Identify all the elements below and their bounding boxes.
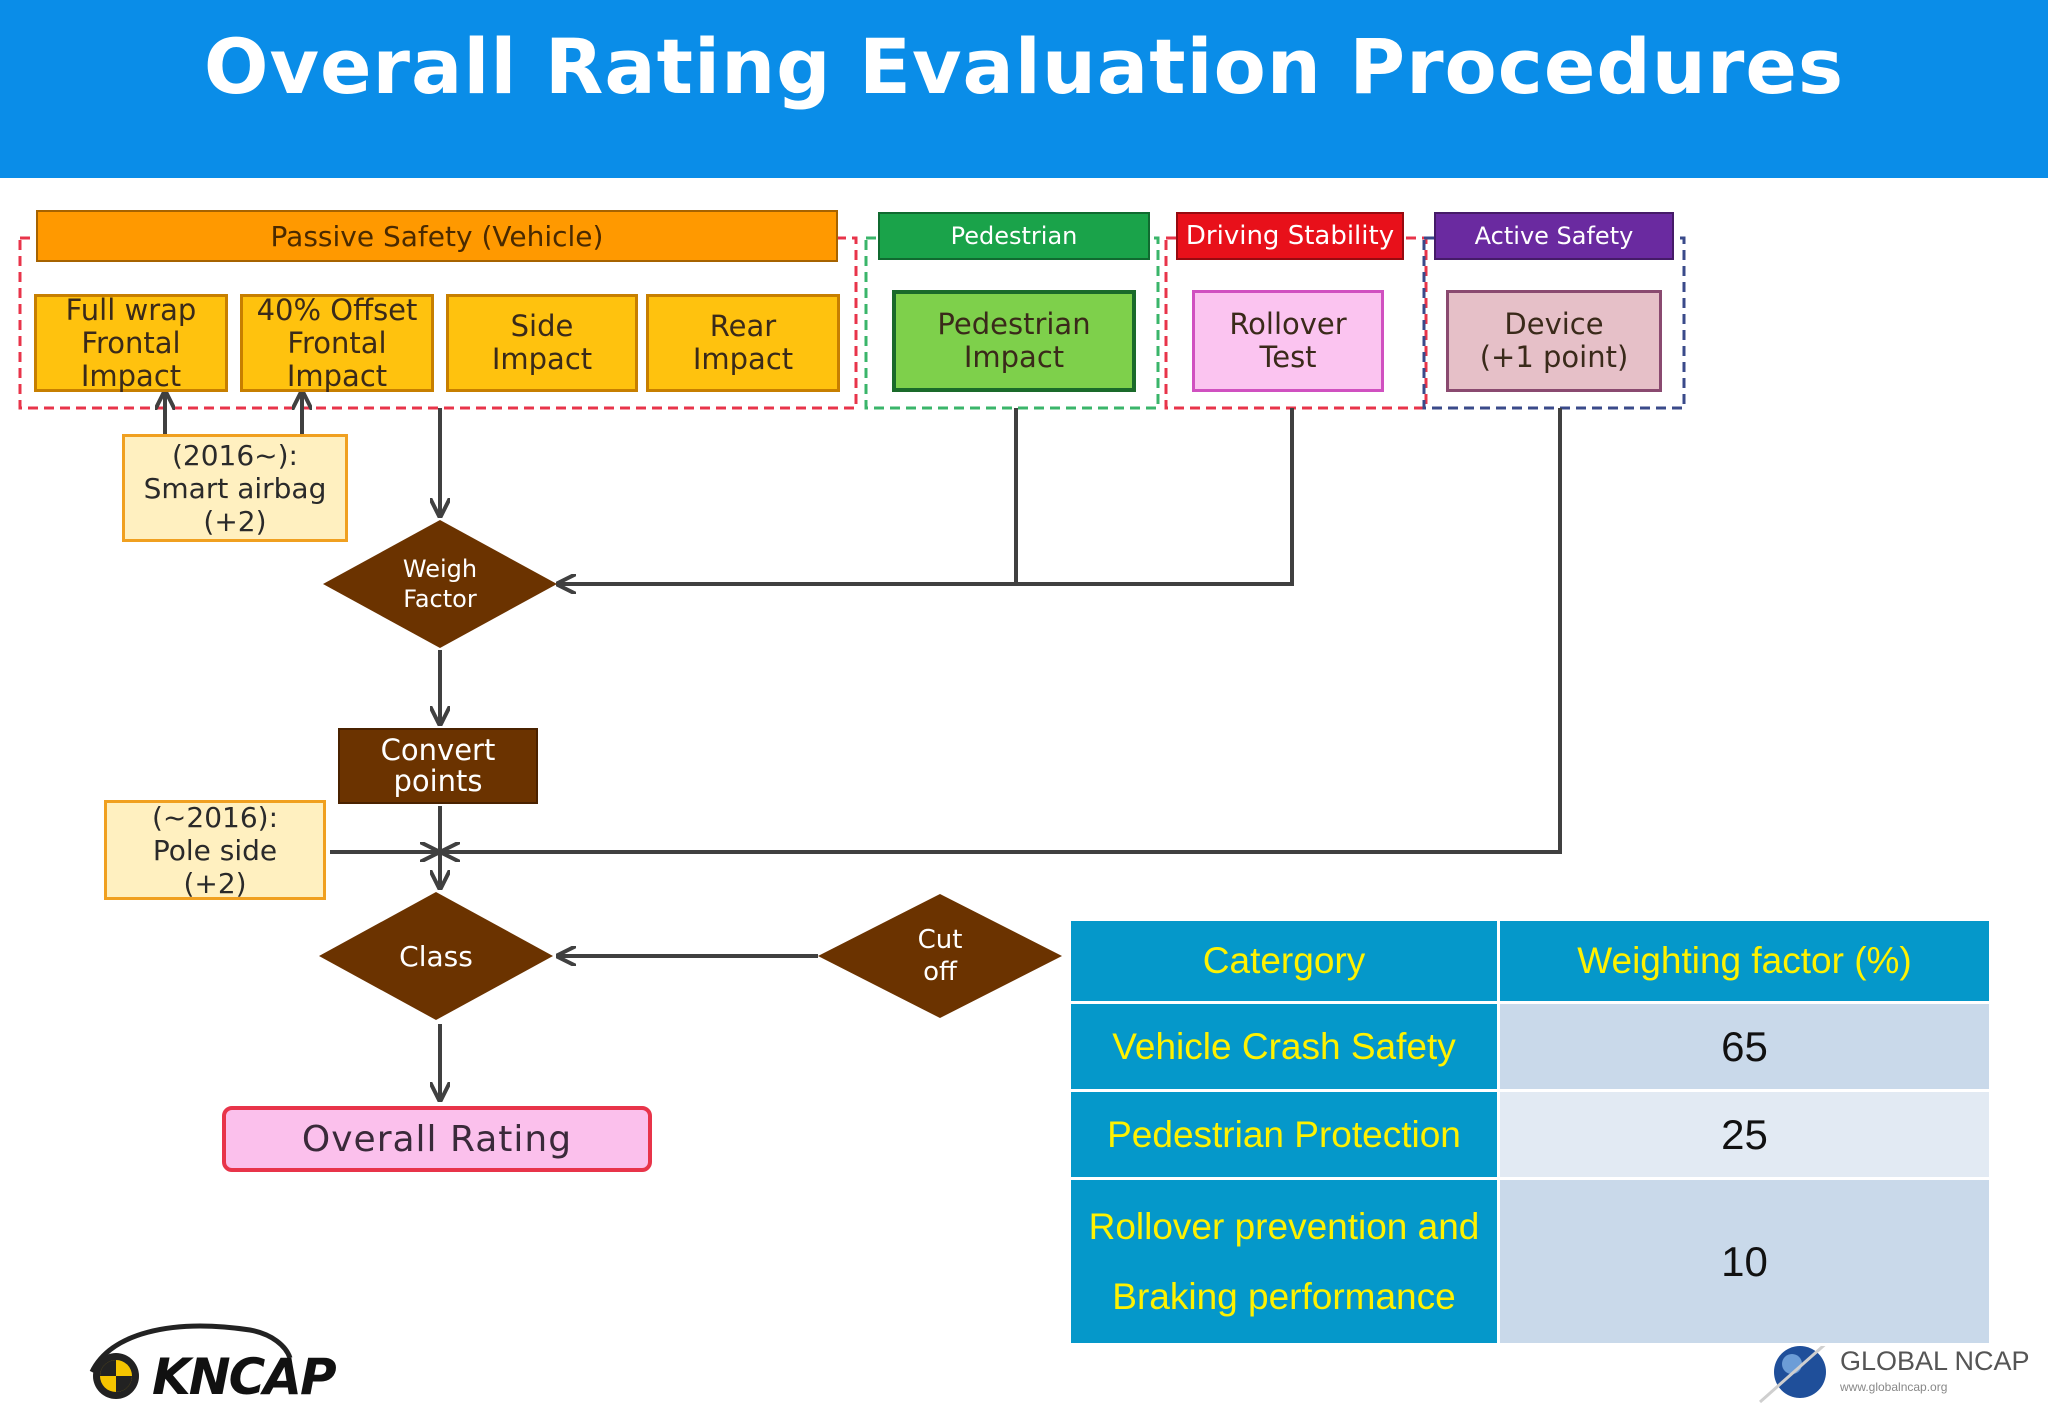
cutoff-label: Cut off xyxy=(917,925,963,987)
table-header-weight: Weighting factor (%) xyxy=(1497,918,1992,1004)
global-ncap-logo-text: GLOBAL NCAP xyxy=(1840,1346,2030,1376)
category-pedestrian: Pedestrian xyxy=(878,212,1150,260)
test-rollover: Rollover Test xyxy=(1192,290,1384,392)
note-pole-side: (~2016): Pole side (+2) xyxy=(104,800,326,900)
line-active xyxy=(444,408,1562,852)
table-row: Vehicle Crash Safety 65 xyxy=(1068,1001,1992,1092)
table-row: Rollover prevention and Braking performa… xyxy=(1068,1177,1992,1346)
test-device: Device (+1 point) xyxy=(1446,290,1662,392)
note-smart-airbag: (2016~): Smart airbag (+2) xyxy=(122,434,348,542)
weighting-table: Catergory Weighting factor (%) Vehicle C… xyxy=(1068,918,1992,1346)
title-banner: Overall Rating Evaluation Procedures xyxy=(0,0,2048,178)
table-cell-weight: 65 xyxy=(1497,1001,1992,1092)
table-header-row: Catergory Weighting factor (%) xyxy=(1068,918,1992,1004)
test-full-wrap-frontal: Full wrap Frontal Impact xyxy=(34,293,228,392)
table-cell-category: Rollover prevention and Braking performa… xyxy=(1068,1177,1500,1346)
cutoff-diamond xyxy=(818,894,1062,1018)
table-cell-weight: 25 xyxy=(1497,1089,1992,1180)
category-active-safety: Active Safety xyxy=(1434,212,1674,260)
table-cell-weight: 10 xyxy=(1497,1177,1992,1346)
overall-rating-box: Overall Rating xyxy=(222,1106,652,1172)
table-row: Pedestrian Protection 25 xyxy=(1068,1089,1992,1180)
category-driving-stability: Driving Stability xyxy=(1176,212,1404,260)
category-passive-safety: Passive Safety (Vehicle) xyxy=(36,210,838,262)
table-cell-category: Vehicle Crash Safety xyxy=(1068,1001,1500,1092)
test-pedestrian-impact: Pedestrian Impact xyxy=(892,290,1136,392)
globe-icon xyxy=(1759,1338,1831,1404)
convert-points-box: Convert points xyxy=(338,728,538,804)
table-cell-category-line2: Braking performance xyxy=(1112,1275,1456,1317)
global-ncap-url: www.globalncap.org xyxy=(1840,1380,1948,1394)
test-offset-frontal: 40% Offset Frontal Impact xyxy=(240,293,434,392)
test-rear-impact: Rear Impact xyxy=(646,294,840,392)
test-side-impact: Side Impact xyxy=(446,294,638,392)
class-label: Class xyxy=(399,939,473,973)
kncap-logo-text: KNCAP xyxy=(152,1348,337,1406)
table-cell-category: Pedestrian Protection xyxy=(1068,1089,1500,1180)
table-header-category: Catergory xyxy=(1068,918,1500,1004)
line-rollover xyxy=(560,408,1294,584)
table-cell-category-line1: Rollover prevention and xyxy=(1088,1205,1480,1247)
kncap-logo-icon xyxy=(89,1323,293,1399)
weigh-factor-label: Weigh Factor xyxy=(402,555,478,613)
weigh-factor-diamond xyxy=(323,520,557,648)
class-diamond xyxy=(319,892,553,1020)
page-title: Overall Rating Evaluation Procedures xyxy=(203,22,1845,111)
